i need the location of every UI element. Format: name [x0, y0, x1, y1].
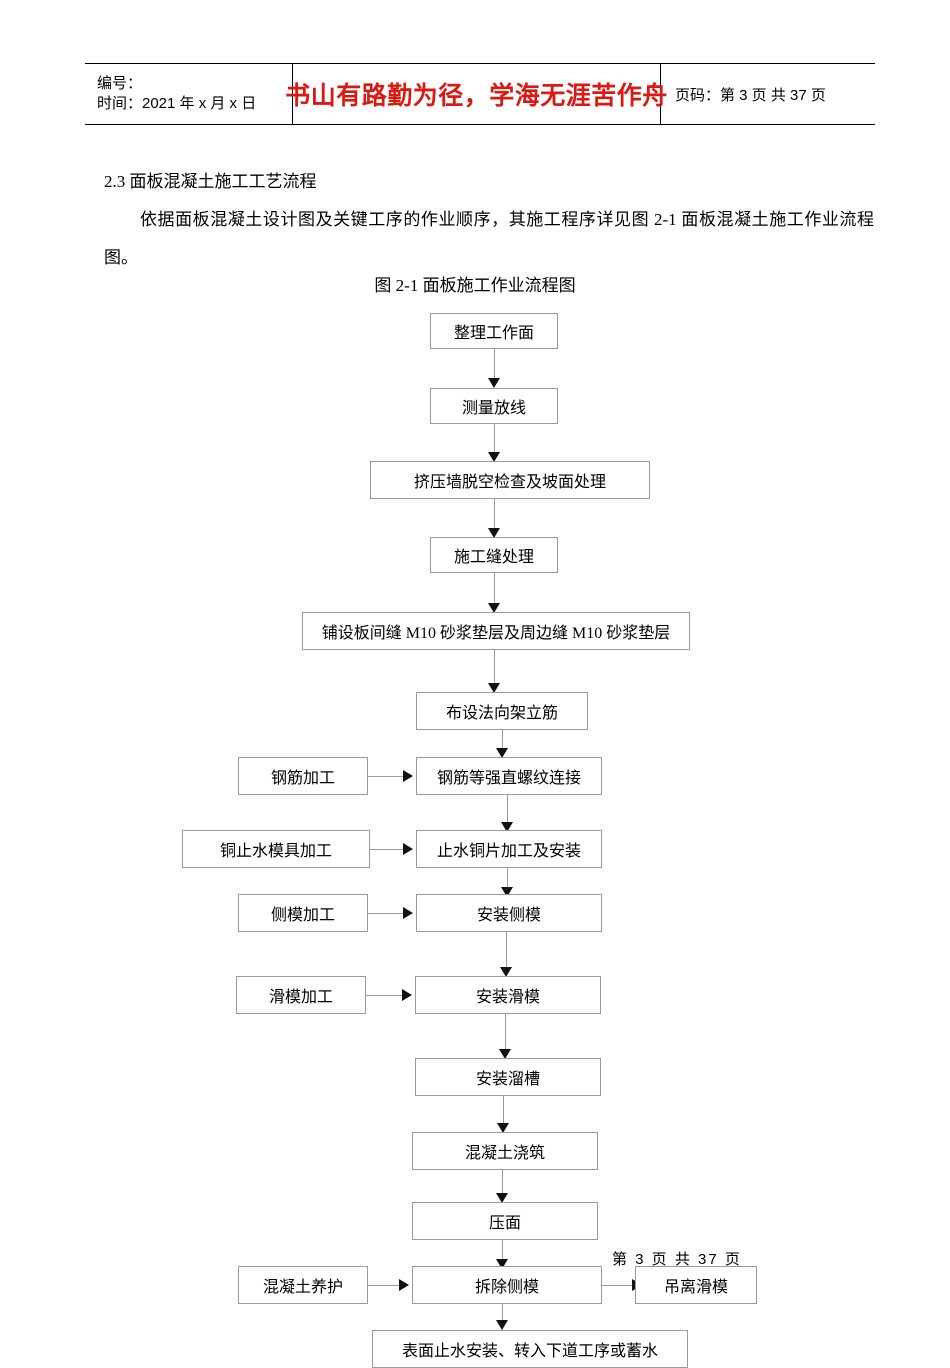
section-heading: 2.3 面板混凝土施工工艺流程	[104, 172, 317, 191]
connector-n2-n3	[494, 424, 495, 460]
flow-node-吊离滑模: 吊离滑模	[635, 1266, 757, 1304]
flow-node-挤压墙脱空检查及坡面处理: 挤压墙脱空检查及坡面处理	[370, 461, 650, 499]
connector-s2-n8	[370, 849, 404, 850]
page-footer-text: 第 3 页 共 37 页	[612, 1251, 742, 1268]
arrow-n3-n4	[488, 528, 500, 538]
connector-s5-n14	[368, 1285, 400, 1286]
flow-node-整理工作面: 整理工作面	[430, 313, 558, 349]
arrow-n11-n12	[497, 1123, 509, 1133]
arrow-s5-n14	[399, 1279, 409, 1291]
arrow-s4-n10	[402, 989, 412, 1001]
flow-node-混凝土浇筑: 混凝土浇筑	[412, 1132, 598, 1170]
figure-caption: 图 2-1 面板施工作业流程图	[374, 276, 576, 295]
flow-node-侧模加工: 侧模加工	[238, 894, 368, 932]
arrow-n1-n2	[488, 378, 500, 388]
body-paragraph: 依据面板混凝土设计图及关键工序的作业顺序，其施工程序详见图 2-1 面板混凝土施…	[104, 210, 874, 267]
header-number-label: 编号：	[97, 74, 143, 92]
flow-node-施工缝处理: 施工缝处理	[430, 537, 558, 573]
flow-node-安装侧模: 安装侧模	[416, 894, 602, 932]
flow-node-钢筋加工: 钢筋加工	[238, 757, 368, 795]
connector-n1-n2	[494, 349, 495, 385]
connector-n14-n15	[502, 1304, 503, 1326]
connector-n14-r1	[602, 1285, 634, 1286]
flow-node-钢筋等强直螺纹连接: 钢筋等强直螺纹连接	[416, 757, 602, 795]
connector-s1-n7	[368, 776, 404, 777]
flow-node-铜止水模具加工: 铜止水模具加工	[182, 830, 370, 868]
flow-node-拆除侧模: 拆除侧模	[412, 1266, 602, 1304]
header-page-number: 页码：第 3 页 共 37 页	[675, 86, 826, 104]
arrow-n5-n6	[488, 683, 500, 693]
flow-node-布设法向架立筋: 布设法向架立筋	[416, 692, 588, 730]
header-right-cell: 页码：第 3 页 共 37 页	[661, 64, 875, 124]
connector-n3-n4	[494, 499, 495, 537]
connector-n4-n5	[494, 573, 495, 612]
connector-n9-n10	[506, 932, 507, 976]
flow-node-安装溜槽: 安装溜槽	[415, 1058, 601, 1096]
flow-node-混凝土养护: 混凝土养护	[238, 1266, 368, 1304]
arrow-n4-n5	[488, 603, 500, 613]
arrow-s3-n9	[403, 907, 413, 919]
arrow-n2-n3	[488, 452, 500, 462]
connector-n11-n12	[503, 1096, 504, 1132]
arrow-n12-n13	[496, 1193, 508, 1203]
page-header-table: 编号： 时间：2021 年 x 月 x 日 书山有路勤为径，学海无涯苦作舟 页码…	[85, 63, 875, 125]
flow-node-测量放线: 测量放线	[430, 388, 558, 424]
arrow-n10-n11	[499, 1049, 511, 1059]
arrow-n7-n8	[501, 822, 513, 832]
connector-n12-n13	[502, 1170, 503, 1202]
arrow-n13-n14	[496, 1259, 508, 1269]
header-time-label: 时间：2021 年 x 月 x 日	[97, 95, 257, 112]
flow-node-安装滑模: 安装滑模	[415, 976, 601, 1014]
flow-node-止水铜片加工及安装: 止水铜片加工及安装	[416, 830, 602, 868]
connector-n6-n7	[502, 730, 503, 757]
connector-n13-n14	[502, 1240, 503, 1266]
connector-n10-n11	[505, 1014, 506, 1058]
flow-node-表面止水安装: 表面止水安装、转入下道工序或蓄水	[372, 1330, 688, 1368]
connector-s4-n10	[366, 995, 403, 996]
arrow-n8-n9	[501, 887, 513, 897]
header-center-cell: 书山有路勤为径，学海无涯苦作舟	[285, 64, 667, 124]
connector-n8-n9	[507, 868, 508, 894]
arrow-n9-n10	[500, 967, 512, 977]
connector-n5-n6	[494, 650, 495, 692]
arrow-n14-n15	[496, 1320, 508, 1330]
header-slogan: 书山有路勤为径，学海无涯苦作舟	[285, 83, 668, 110]
arrow-s2-n8	[403, 843, 413, 855]
flow-node-压面: 压面	[412, 1202, 598, 1240]
connector-n7-n8	[507, 795, 508, 830]
arrow-n6-n7	[496, 748, 508, 758]
flow-node-铺设砂浆垫层: 铺设板间缝 M10 砂浆垫层及周边缝 M10 砂浆垫层	[302, 612, 690, 650]
flow-node-滑模加工: 滑模加工	[236, 976, 366, 1014]
arrow-s1-n7	[403, 770, 413, 782]
connector-s3-n9	[368, 913, 404, 914]
header-left-cell: 编号： 时间：2021 年 x 月 x 日	[85, 64, 293, 124]
